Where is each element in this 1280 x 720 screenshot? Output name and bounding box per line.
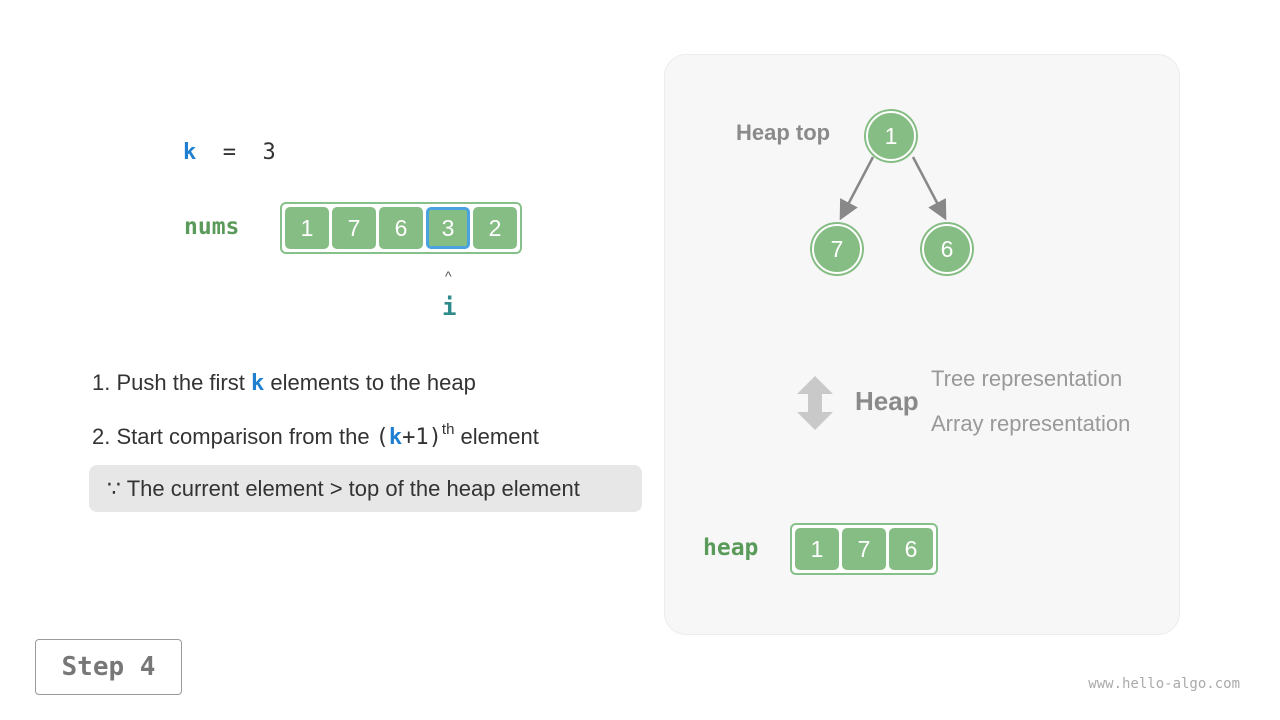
tree-representation-label: Tree representation <box>931 366 1123 391</box>
tree-node-right: 6 <box>922 224 972 274</box>
step-2-text: 2. Start comparison from the (k+1)th ele… <box>92 421 539 450</box>
k-variable: k <box>183 140 197 165</box>
nums-array: 1 7 6 3 2 <box>280 202 522 254</box>
tree-edges <box>797 156 947 430</box>
nums-cell: 7 <box>332 207 376 249</box>
nums-cell: 1 <box>285 207 329 249</box>
heap-cell: 7 <box>842 528 886 570</box>
heap-array: 1 7 6 <box>790 523 938 575</box>
tree-node-left: 7 <box>812 224 862 274</box>
nums-label: nums <box>184 214 240 240</box>
k-inline: k <box>388 425 403 450</box>
k-inline: k <box>250 371 265 396</box>
condition-box: ∵ The current element > top of the heap … <box>89 465 642 512</box>
step-badge: Step 4 <box>35 639 182 695</box>
double-arrow-icon <box>797 376 833 430</box>
nums-cell: 6 <box>379 207 423 249</box>
array-representation-label: Array representation <box>931 411 1131 436</box>
heap-word: Heap <box>855 386 919 416</box>
pointer-arrow-icon: ^ <box>445 268 452 284</box>
nums-cell: 2 <box>473 207 517 249</box>
pointer-label: i <box>442 293 457 321</box>
nums-cell-current: 3 <box>426 207 470 249</box>
edge-root-right <box>911 156 947 221</box>
tree-node-root: 1 <box>866 111 916 161</box>
heap-cell: 6 <box>889 528 933 570</box>
k-assignment: k = 3 <box>183 140 276 165</box>
superscript-th: th <box>441 421 455 438</box>
edge-root-left <box>839 156 875 221</box>
heap-label: heap <box>703 535 759 561</box>
heap-cell: 1 <box>795 528 839 570</box>
step-1-text: 1. Push the first k elements to the heap <box>92 370 476 396</box>
condition-text: ∵ The current element > top of the heap … <box>107 475 580 501</box>
k-value: 3 <box>262 140 276 165</box>
site-watermark: www.hello-algo.com <box>1088 676 1240 692</box>
heap-top-label: Heap top <box>736 120 831 145</box>
equals-sign: = <box>222 140 236 165</box>
